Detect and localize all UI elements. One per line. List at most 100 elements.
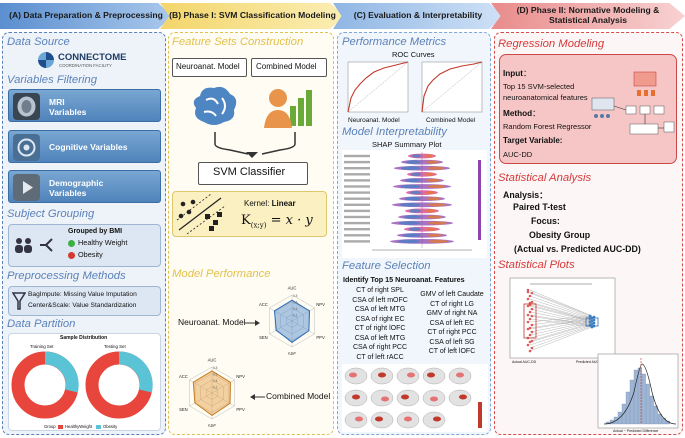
shap-violin-high	[426, 178, 440, 182]
roc-curves-label: ROC Curves	[392, 50, 435, 59]
shap-violin-high	[427, 184, 446, 189]
testing-set-label: Testing Set	[104, 344, 126, 349]
features-right-list: GMV of left Caudate CT of right LG GMV o…	[414, 290, 490, 357]
feature-r7: CT of left lOFC	[428, 348, 476, 355]
kernel-formula: K(x;y) = x · y	[241, 213, 313, 230]
paired-point-actual	[528, 317, 532, 321]
header-d: (D) Phase II: Normative Modeling &Statis…	[491, 3, 685, 29]
brain-region	[349, 372, 357, 378]
statistical-plots-title: Statistical Plots	[498, 259, 575, 271]
performance-metrics-title: Performance Metrics	[342, 36, 447, 48]
radar-axis-label: ACC	[179, 374, 188, 379]
feature-l7: CSA of right PCC	[352, 344, 408, 351]
model-interpretability-title: Model Interpretability	[342, 126, 447, 138]
people-icon	[13, 234, 35, 256]
hist-bar	[633, 369, 638, 425]
paired-line	[529, 295, 593, 319]
feature-r1: GMV of left Caudate	[420, 291, 484, 298]
shap-feature-label	[344, 154, 370, 158]
radar-scale-label: 0.4	[213, 379, 218, 383]
perf-neuroanat-label: Neuroanat. Model	[178, 317, 246, 327]
input-line: Input：	[503, 67, 531, 79]
radar-axis-label: SEN	[259, 335, 268, 340]
paired-line	[529, 308, 593, 324]
radar-scale-label: 0.8	[293, 294, 298, 298]
shap-violin-high	[425, 191, 435, 195]
paired-point-actual	[530, 300, 534, 304]
radar-axis-label: PPV	[236, 407, 245, 412]
radar-scale-label: 0.2	[213, 386, 218, 390]
header-c: (C) Evaluation & Interpretability	[333, 3, 503, 29]
shap-feature-label	[344, 234, 370, 237]
feature-r6: CSA of left SG	[429, 338, 475, 346]
paired-point-actual	[528, 349, 532, 353]
brain-region	[352, 394, 360, 400]
brain-region	[456, 372, 464, 378]
shap-violin-low	[404, 215, 421, 219]
paired-point-actual	[528, 294, 532, 298]
sample-distribution: Sample Distribution	[60, 335, 108, 341]
paired-point-actual	[526, 313, 530, 317]
paired-ttest: Paired T-test	[513, 202, 566, 212]
shap-violin-high	[427, 233, 442, 237]
method-text: Random Forest Regressor	[503, 122, 592, 131]
radar-spoke	[211, 392, 235, 407]
radar-axis-label: SEN	[179, 407, 188, 412]
shap-violin-high	[424, 154, 434, 158]
radar-spoke	[189, 392, 213, 407]
training-obesity-arc	[44, 351, 79, 393]
shap-colorbar	[478, 160, 481, 240]
roc-neuroanat	[347, 61, 409, 113]
paired-line	[529, 301, 593, 321]
formula-rhs: = x · y	[266, 213, 313, 228]
paired-point-actual	[530, 339, 534, 343]
paired-point-pred	[590, 319, 594, 323]
input-text2: neuroanatomical features	[503, 93, 588, 102]
shap-plot	[342, 150, 487, 258]
shap-violin-high	[426, 215, 442, 219]
obesity-label: Obesity	[78, 250, 103, 259]
hist-bar	[649, 395, 654, 425]
difference-histogram	[597, 353, 679, 429]
input-text1: Top 15 SVM-selected	[503, 82, 575, 91]
paired-point-pred	[588, 314, 592, 318]
brain-network-icon	[193, 86, 237, 125]
radar-spoke	[291, 320, 315, 335]
feature-selection-title: Feature Selection	[342, 260, 431, 272]
shap-feature-label	[344, 179, 370, 182]
shap-violin-high	[428, 239, 448, 243]
connectome-logo	[38, 52, 54, 68]
hist-x-label: Actual − Predicted Difference	[613, 429, 659, 433]
shap-feature-label	[344, 173, 370, 176]
radar-area	[273, 299, 311, 343]
svm-classifier-box	[198, 162, 308, 185]
feature-l2: CSA of left mOFC	[352, 296, 408, 304]
shap-feature-label	[344, 167, 370, 170]
hist-bar	[657, 413, 662, 425]
legend-healthy-swatch	[58, 425, 63, 429]
neuroanat-model-box[interactable]	[172, 58, 247, 77]
shap-violin-high	[425, 209, 436, 213]
radar-spoke	[291, 307, 315, 322]
shap-violin-low	[398, 239, 421, 244]
brain-region	[378, 372, 386, 378]
healthy-label: Healthy Weight	[78, 238, 128, 247]
paired-point-actual	[528, 340, 532, 344]
svm-classifier-label: SVM Classifier	[213, 166, 286, 178]
shap-violin-low	[399, 203, 421, 207]
paired-line	[529, 322, 593, 342]
preprocessing-box	[8, 286, 161, 316]
combined-model-box[interactable]	[251, 58, 327, 77]
shap-violin-low	[401, 166, 421, 170]
paired-point-actual	[530, 323, 534, 327]
feature-arrows	[214, 132, 296, 158]
feature-r3: GMV of right NA	[426, 310, 478, 317]
legend-group: Group	[44, 424, 56, 429]
paired-point-pred	[592, 321, 596, 325]
radar-axis-label: NPV	[236, 374, 245, 379]
paired-frame	[509, 277, 616, 359]
prep-line2: Center&Scale: Value Standardization	[28, 302, 137, 309]
shap-violin-high	[428, 221, 447, 225]
